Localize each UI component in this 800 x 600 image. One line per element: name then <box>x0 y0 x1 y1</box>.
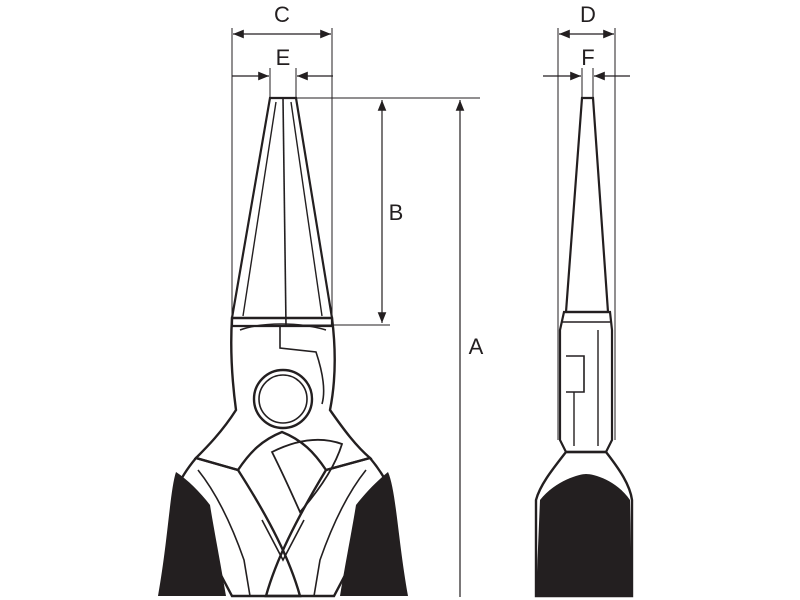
label-b: B <box>389 200 404 225</box>
jaw-edge-left <box>242 101 277 317</box>
side-view: D F <box>534 2 634 598</box>
side-joint <box>558 310 614 454</box>
pliers-front <box>158 96 408 598</box>
label-a: A <box>469 334 484 359</box>
right-handle-inner-edge <box>313 469 367 597</box>
label-c: C <box>274 2 290 27</box>
pivot-inner <box>258 374 308 424</box>
label-d: D <box>580 2 596 27</box>
label-e: E <box>276 45 291 70</box>
pliers-side <box>534 96 634 598</box>
joint-notch <box>279 326 325 405</box>
joint-top-curve <box>239 323 327 331</box>
front-joint <box>193 316 373 472</box>
side-grip <box>536 474 632 596</box>
left-handle <box>174 456 302 598</box>
pivot-outer <box>252 368 314 430</box>
left-handle-inner-edge <box>197 469 251 597</box>
label-f: F <box>581 45 594 70</box>
cross-cutout <box>270 438 344 514</box>
front-view: C E B A <box>158 2 484 598</box>
handle-crotch <box>261 519 305 562</box>
right-grip <box>340 472 408 596</box>
side-jaw <box>564 96 610 314</box>
right-handle <box>264 456 392 598</box>
jaw-seam <box>282 97 287 327</box>
jaw-edge-right <box>290 101 323 317</box>
left-grip <box>158 472 226 596</box>
side-notch <box>566 355 585 393</box>
